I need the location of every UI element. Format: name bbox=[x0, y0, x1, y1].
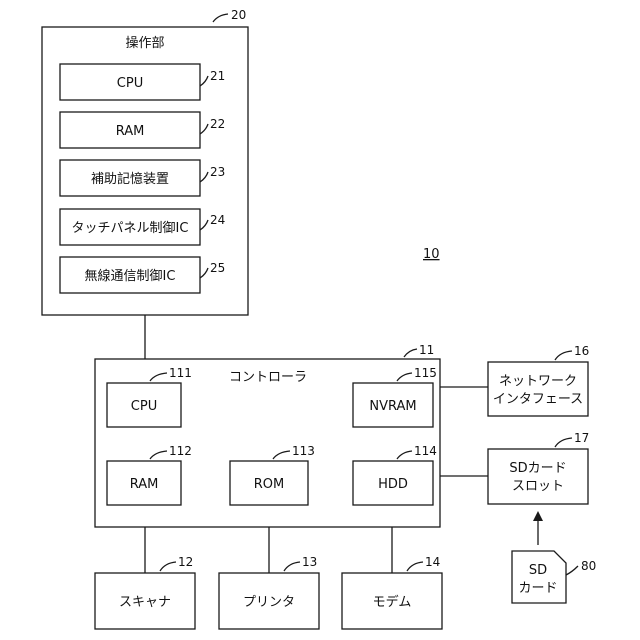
operation-unit-ref: 20 bbox=[231, 8, 246, 22]
network-interface-leader bbox=[555, 351, 572, 360]
scanner-ref: 12 bbox=[178, 555, 193, 569]
op-component-ram: RAM 22 bbox=[60, 112, 225, 148]
scanner-leader bbox=[160, 562, 176, 571]
ctrl-nvram-ref: 115 bbox=[414, 366, 437, 380]
ctrl-hdd-label: HDD bbox=[378, 477, 408, 492]
sd-card-leader bbox=[566, 566, 578, 575]
ctrl-nvram-label: NVRAM bbox=[369, 399, 416, 414]
sd-card-ref: 80 bbox=[581, 559, 596, 573]
op-storage-label: 補助記憶装置 bbox=[91, 171, 169, 187]
sd-card: SD カード 80 bbox=[512, 551, 596, 603]
controller-leader bbox=[404, 349, 417, 357]
network-interface-ref: 16 bbox=[574, 344, 589, 358]
printer-leader bbox=[284, 562, 300, 571]
sd-slot: SDカード スロット 17 bbox=[488, 431, 589, 504]
op-component-cpu: CPU 21 bbox=[60, 64, 225, 100]
ctrl-ram-ref: 112 bbox=[169, 444, 192, 458]
op-cpu-ref: 21 bbox=[210, 69, 225, 83]
ctrl-cpu-label: CPU bbox=[131, 399, 157, 414]
network-interface-label-1: ネットワーク bbox=[499, 374, 577, 389]
system-ref: 10 bbox=[423, 247, 440, 262]
ctrl-hdd-ref: 114 bbox=[414, 444, 437, 458]
op-touch-ic-ref: 24 bbox=[210, 213, 225, 227]
ctrl-rom-label: ROM bbox=[254, 477, 284, 492]
op-storage-ref: 23 bbox=[210, 165, 225, 179]
controller-ref: 11 bbox=[419, 343, 434, 357]
op-component-wireless-ic: 無線通信制御IC 25 bbox=[60, 257, 225, 293]
network-interface: ネットワーク インタフェース 16 bbox=[488, 344, 589, 416]
controller-title: コントローラ bbox=[229, 370, 307, 385]
network-interface-box bbox=[488, 362, 588, 416]
printer-label: プリンタ bbox=[243, 595, 295, 610]
sd-slot-label-2: スロット bbox=[512, 479, 564, 494]
op-wireless-ic-label: 無線通信制御IC bbox=[85, 268, 176, 284]
op-wireless-ic-ref: 25 bbox=[210, 261, 225, 275]
operation-unit-leader bbox=[213, 14, 228, 22]
op-cpu-label: CPU bbox=[117, 76, 143, 91]
network-interface-label-2: インタフェース bbox=[493, 392, 583, 407]
op-component-storage: 補助記憶装置 23 bbox=[60, 160, 225, 196]
op-touch-ic-label: タッチパネル制御IC bbox=[72, 221, 189, 236]
scanner-label: スキャナ bbox=[119, 595, 171, 610]
sd-insert-arrow-head bbox=[533, 511, 543, 521]
op-ram-ref: 22 bbox=[210, 117, 225, 131]
sd-card-label-1: SD bbox=[529, 563, 547, 578]
op-component-touch-ic: タッチパネル制御IC 24 bbox=[60, 209, 225, 245]
sd-slot-box bbox=[488, 449, 588, 504]
op-ram-label: RAM bbox=[116, 124, 145, 139]
sd-slot-ref: 17 bbox=[574, 431, 589, 445]
ctrl-rom-ref: 113 bbox=[292, 444, 315, 458]
printer-ref: 13 bbox=[302, 555, 317, 569]
modem-leader bbox=[407, 562, 423, 571]
sd-card-label-2: カード bbox=[518, 581, 557, 596]
modem-ref: 14 bbox=[425, 555, 440, 569]
sd-slot-leader bbox=[555, 438, 572, 447]
ctrl-ram-label: RAM bbox=[130, 477, 159, 492]
modem-label: モデム bbox=[373, 594, 412, 610]
sd-slot-label-1: SDカード bbox=[509, 461, 566, 476]
ctrl-cpu-ref: 111 bbox=[169, 366, 192, 380]
operation-unit-title: 操作部 bbox=[125, 35, 164, 51]
